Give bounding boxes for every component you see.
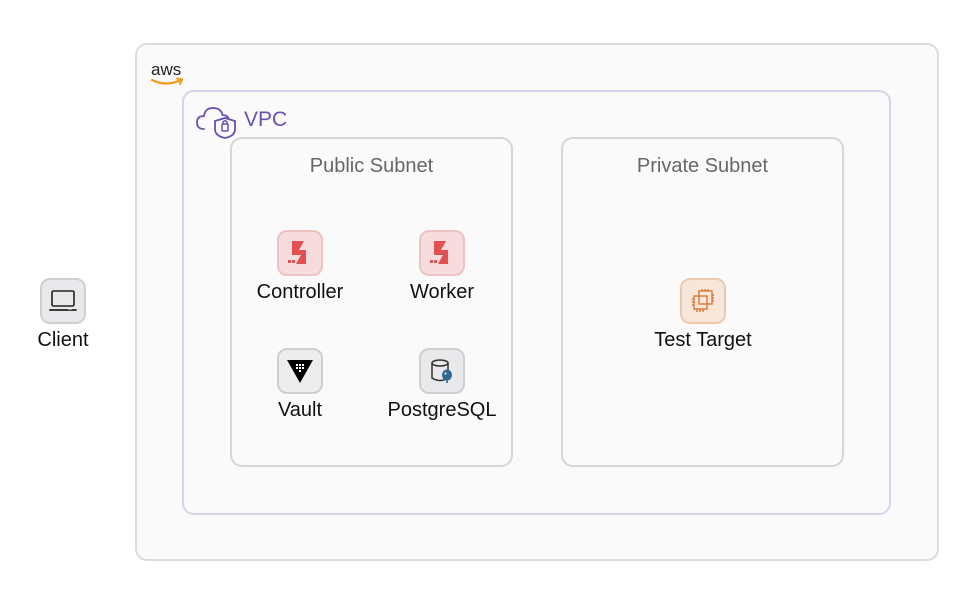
ec2-instance-icon xyxy=(680,278,726,324)
boundary-icon xyxy=(277,230,323,276)
vault-node: Vault xyxy=(240,348,360,422)
postgresql-label: PostgreSQL xyxy=(387,399,497,421)
client-label: Client xyxy=(37,329,89,351)
client-node: Client xyxy=(13,278,113,352)
public-subnet-title: Public Subnet xyxy=(309,155,434,177)
vault-icon xyxy=(277,348,323,394)
worker-label: Worker xyxy=(409,281,475,303)
test-target-node: Test Target xyxy=(633,278,773,352)
vault-label: Vault xyxy=(277,399,323,421)
public-subnet: Public Subnet xyxy=(230,137,513,467)
laptop-icon xyxy=(40,278,86,324)
controller-node: Controller xyxy=(240,230,360,304)
boundary-icon xyxy=(419,230,465,276)
aws-logo-text: aws xyxy=(151,60,181,79)
private-subnet-title: Private Subnet xyxy=(636,155,769,177)
test-target-label: Test Target xyxy=(654,329,752,351)
controller-label: Controller xyxy=(256,281,344,303)
postgresql-node: PostgreSQL xyxy=(376,348,508,422)
vpc-cloud-lock-icon xyxy=(196,107,236,139)
postgresql-icon xyxy=(419,348,465,394)
vpc-label: VPC xyxy=(244,108,288,131)
aws-logo-icon: aws xyxy=(150,60,184,85)
worker-node: Worker xyxy=(382,230,502,304)
